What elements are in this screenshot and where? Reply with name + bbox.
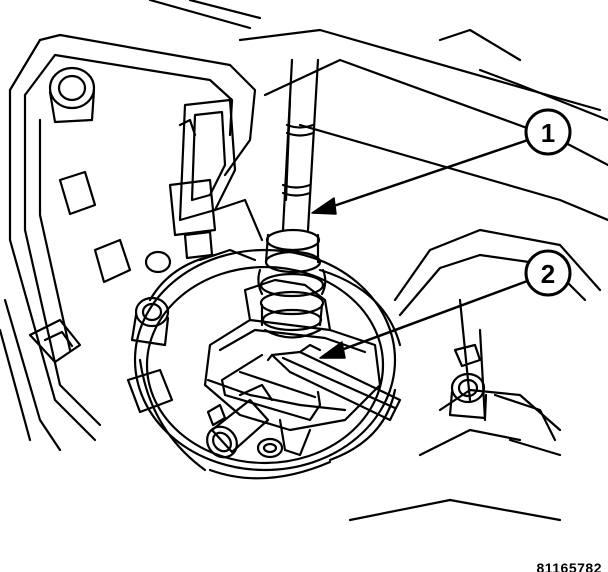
console-frame-left (0, 33, 257, 452)
callout-2: 2 (319, 249, 572, 359)
shift-bracket (168, 98, 264, 262)
callout-2-circle (524, 249, 572, 297)
callout-2-arrowhead (319, 341, 346, 359)
callout-1-circle (524, 108, 572, 156)
callout-1-label: 1 (541, 118, 555, 148)
detent-plunger (206, 383, 274, 459)
pivot-plate (203, 278, 382, 459)
shift-lever (220, 353, 322, 422)
callout-1-leader (314, 138, 530, 214)
shifter-base (126, 248, 402, 480)
callout-2-leader (323, 278, 532, 358)
figure-id: 81165782 (536, 560, 602, 572)
console-frame-right (348, 228, 602, 522)
callout-2-label: 2 (541, 259, 555, 289)
callout-1-arrowhead (311, 197, 337, 215)
callout-1: 1 (311, 108, 572, 215)
shift-cable (257, 58, 327, 339)
console-frame-top-right (148, 0, 608, 222)
release-tool (266, 343, 402, 422)
